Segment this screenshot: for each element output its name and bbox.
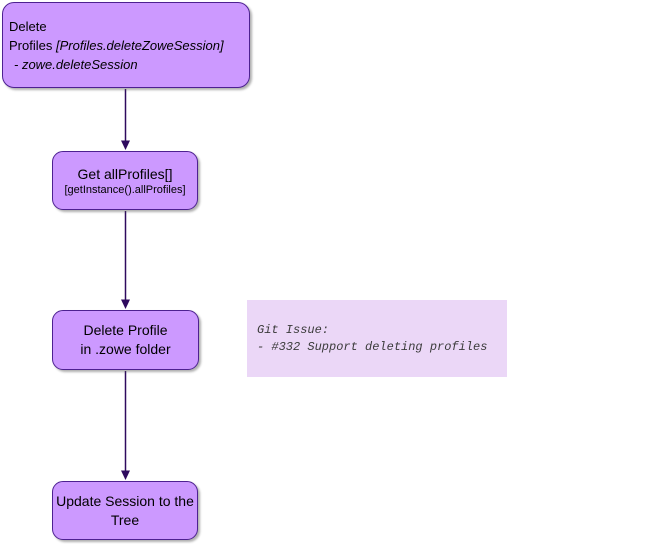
node-text-line: - zowe.deleteSession <box>14 56 138 72</box>
node-update-session-to-tree: Update Session to the Tree <box>52 481 198 540</box>
node-subtitle: [getInstance().allProfiles] <box>64 183 186 196</box>
note-git-issue: Git Issue: - #332 Support deleting profi… <box>247 300 507 377</box>
node-text-line: Tree <box>110 511 140 528</box>
arrowhead-down-icon <box>121 140 130 150</box>
arrow-delete-profiles-to-get-all-profiles <box>121 89 130 150</box>
node-text-line: Update Session to the <box>56 492 194 509</box>
note-text-line: - #332 Support deleting profiles <box>257 339 488 354</box>
node-get-all-profiles: Get allProfiles[] [getInstance().allProf… <box>52 151 198 210</box>
node-delete-profile-in-zowe-folder: Delete Profile in .zowe folder <box>52 310 199 370</box>
node-delete-profiles: Delete Profiles [Profiles.deleteZoweSess… <box>2 2 250 88</box>
arrow-get-all-profiles-to-delete-profile <box>121 211 130 309</box>
node-text-line: Delete <box>9 18 47 34</box>
node-text-line: Profiles [Profiles.deleteZoweSession] <box>9 37 224 53</box>
arrowhead-down-icon <box>121 299 130 309</box>
node-text-line: in .zowe folder <box>80 341 171 357</box>
arrowhead-down-icon <box>121 470 130 480</box>
arrow-delete-profile-to-update-session <box>121 371 130 480</box>
node-title: Get allProfiles[] <box>77 165 173 182</box>
node-text-line: Delete Profile <box>83 322 168 338</box>
note-text-line: Git Issue: <box>257 322 330 337</box>
